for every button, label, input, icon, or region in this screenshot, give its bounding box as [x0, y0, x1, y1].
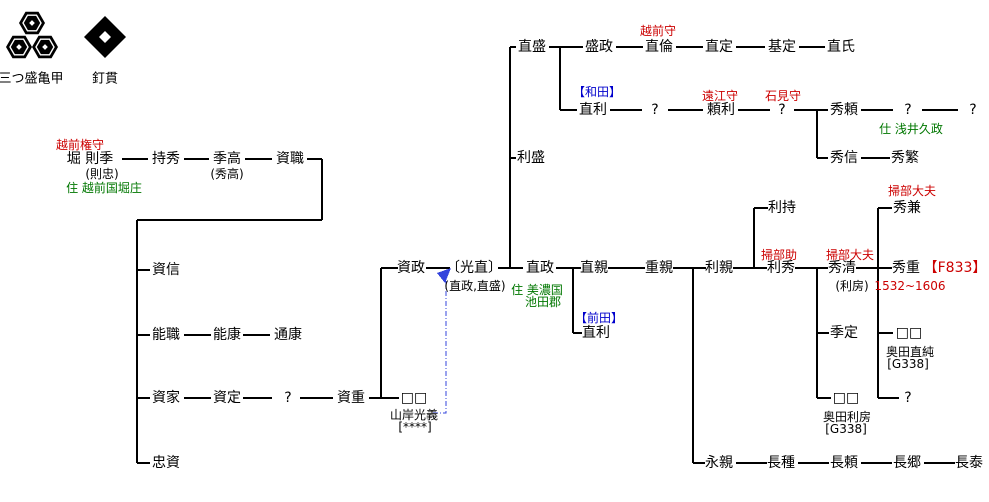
motosada: 基定 — [768, 39, 796, 55]
naotoshi-wada: 直利 — [579, 102, 607, 118]
sukesada: 資定 — [213, 390, 241, 406]
hidekiyo: 秀清 — [828, 260, 856, 276]
hideshige-2: 秀繁 — [891, 150, 919, 166]
unknown-iwami-no-kami: ? — [778, 102, 786, 118]
yoritoshi: 頼利 — [707, 102, 735, 118]
title-kamon-dayu-1: 掃部大夫 — [825, 248, 875, 262]
hori-norisue: 堀 則季 — [66, 151, 114, 167]
naotoshi-maeda: 直利 — [582, 325, 610, 341]
suesada: 季定 — [830, 325, 858, 341]
noritada-alias: (則忠) — [85, 167, 119, 181]
adoption-dotted-line — [433, 280, 447, 414]
mitsumori-kikko-crest-icon — [6, 11, 58, 59]
crest-label-mitsumori-kikko: 三つ盛亀甲 — [0, 71, 64, 87]
yoshiyasu: 能康 — [213, 327, 241, 343]
unknown-hideyori-son: ? — [904, 102, 912, 118]
sukeshige: 資重 — [337, 390, 365, 406]
yoshimoto: 能職 — [152, 327, 180, 343]
nagatane: 長種 — [767, 455, 795, 471]
okuda-naozumi: 奥田直純 — [885, 345, 935, 359]
f833-ref: 【F833】 — [923, 260, 987, 276]
naosada: 直定 — [705, 39, 733, 55]
title-iwami-no-kami: 石見守 — [764, 89, 802, 103]
toshimochi: 利持 — [768, 200, 796, 216]
kuginuki-crest-icon — [84, 16, 126, 58]
title-echizen-no-kami: 越前守 — [639, 24, 677, 38]
adoption-arrowhead-icon — [437, 268, 451, 283]
title-echizen-gon-no-kami: 越前権守 — [55, 138, 105, 152]
title-kamon-no-suke: 掃部助 — [760, 248, 798, 262]
naouji: 直氏 — [827, 39, 855, 55]
residence-mino-line2: 池田郡 — [524, 295, 562, 309]
okuda-naozumi-boxes: □□ — [895, 325, 923, 341]
maeda-family-tag: 【前田】 — [574, 311, 624, 325]
yamagishi-boxes: □□ — [400, 390, 428, 406]
okuda-toshifusa: 奥田利房 — [822, 410, 872, 424]
morimasa: 盛政 — [585, 39, 613, 55]
sukemoto: 資職 — [276, 151, 304, 167]
residence-echizen-horisho: 住 越前国堀庄 — [66, 181, 142, 195]
toshimori: 利盛 — [517, 150, 545, 166]
okuda-toshifusa-ref: [G338] — [825, 422, 867, 436]
title-totomi-no-kami: 遠江守 — [701, 89, 739, 103]
mitsunao-alias: (直政,直盛) — [444, 279, 506, 293]
naomasa: 直政 — [526, 260, 554, 276]
hideyori: 秀頼 — [830, 102, 858, 118]
toshichika: 利親 — [705, 260, 733, 276]
okuda-naozumi-ref: [G338] — [887, 357, 929, 371]
unknown-sukeie-line: ? — [284, 390, 292, 406]
suetaka: 季高 — [213, 151, 241, 167]
michiyasu: 通康 — [274, 327, 302, 343]
nagasato: 長郷 — [893, 455, 921, 471]
nagayasu: 長泰 — [955, 455, 983, 471]
unknown-hidekiyo-line: ? — [904, 390, 912, 406]
yamagishi-ref: [****] — [398, 420, 432, 434]
nagayori: 長頼 — [830, 455, 858, 471]
hidekane: 秀兼 — [893, 200, 921, 216]
mochihide: 持秀 — [152, 151, 180, 167]
sukenobu: 資信 — [152, 262, 180, 278]
toshifusa-alias: (利房) — [835, 279, 869, 293]
serves-azai-hisamasa: 仕 浅井久政 — [879, 122, 943, 136]
okuda-toshifusa-boxes: □□ — [832, 390, 860, 406]
naochika: 直親 — [580, 260, 608, 276]
sukeie: 資家 — [152, 390, 180, 406]
tadasuke: 忠資 — [152, 455, 180, 471]
hidetaka-alias: (秀高) — [210, 167, 244, 181]
mitsunao: 〔光直〕 — [446, 260, 502, 276]
unknown-wada-line: ? — [651, 102, 659, 118]
residence-mino-line1: 住 美濃国 — [511, 283, 563, 297]
hideshige: 秀重 — [892, 260, 920, 276]
title-kamon-dayu-2: 掃部大夫 — [887, 184, 937, 198]
hideshige-lifespan: 1532~1606 — [874, 279, 946, 293]
shigechika: 重親 — [645, 260, 673, 276]
naomori: 直盛 — [518, 39, 546, 55]
hidenobu: 秀信 — [830, 150, 858, 166]
crest-label-kuginuki: 釘貫 — [91, 71, 119, 87]
naotomo: 直倫 — [645, 39, 673, 55]
wada-family-tag: 【和田】 — [572, 85, 622, 99]
toshihide: 利秀 — [767, 260, 795, 276]
yamagishi-mitsuyoshi: 山岸光義 — [389, 408, 439, 422]
nagachika: 永親 — [705, 455, 733, 471]
sukemasa: 資政 — [397, 260, 425, 276]
unknown-hideyori-grandson: ? — [969, 102, 977, 118]
